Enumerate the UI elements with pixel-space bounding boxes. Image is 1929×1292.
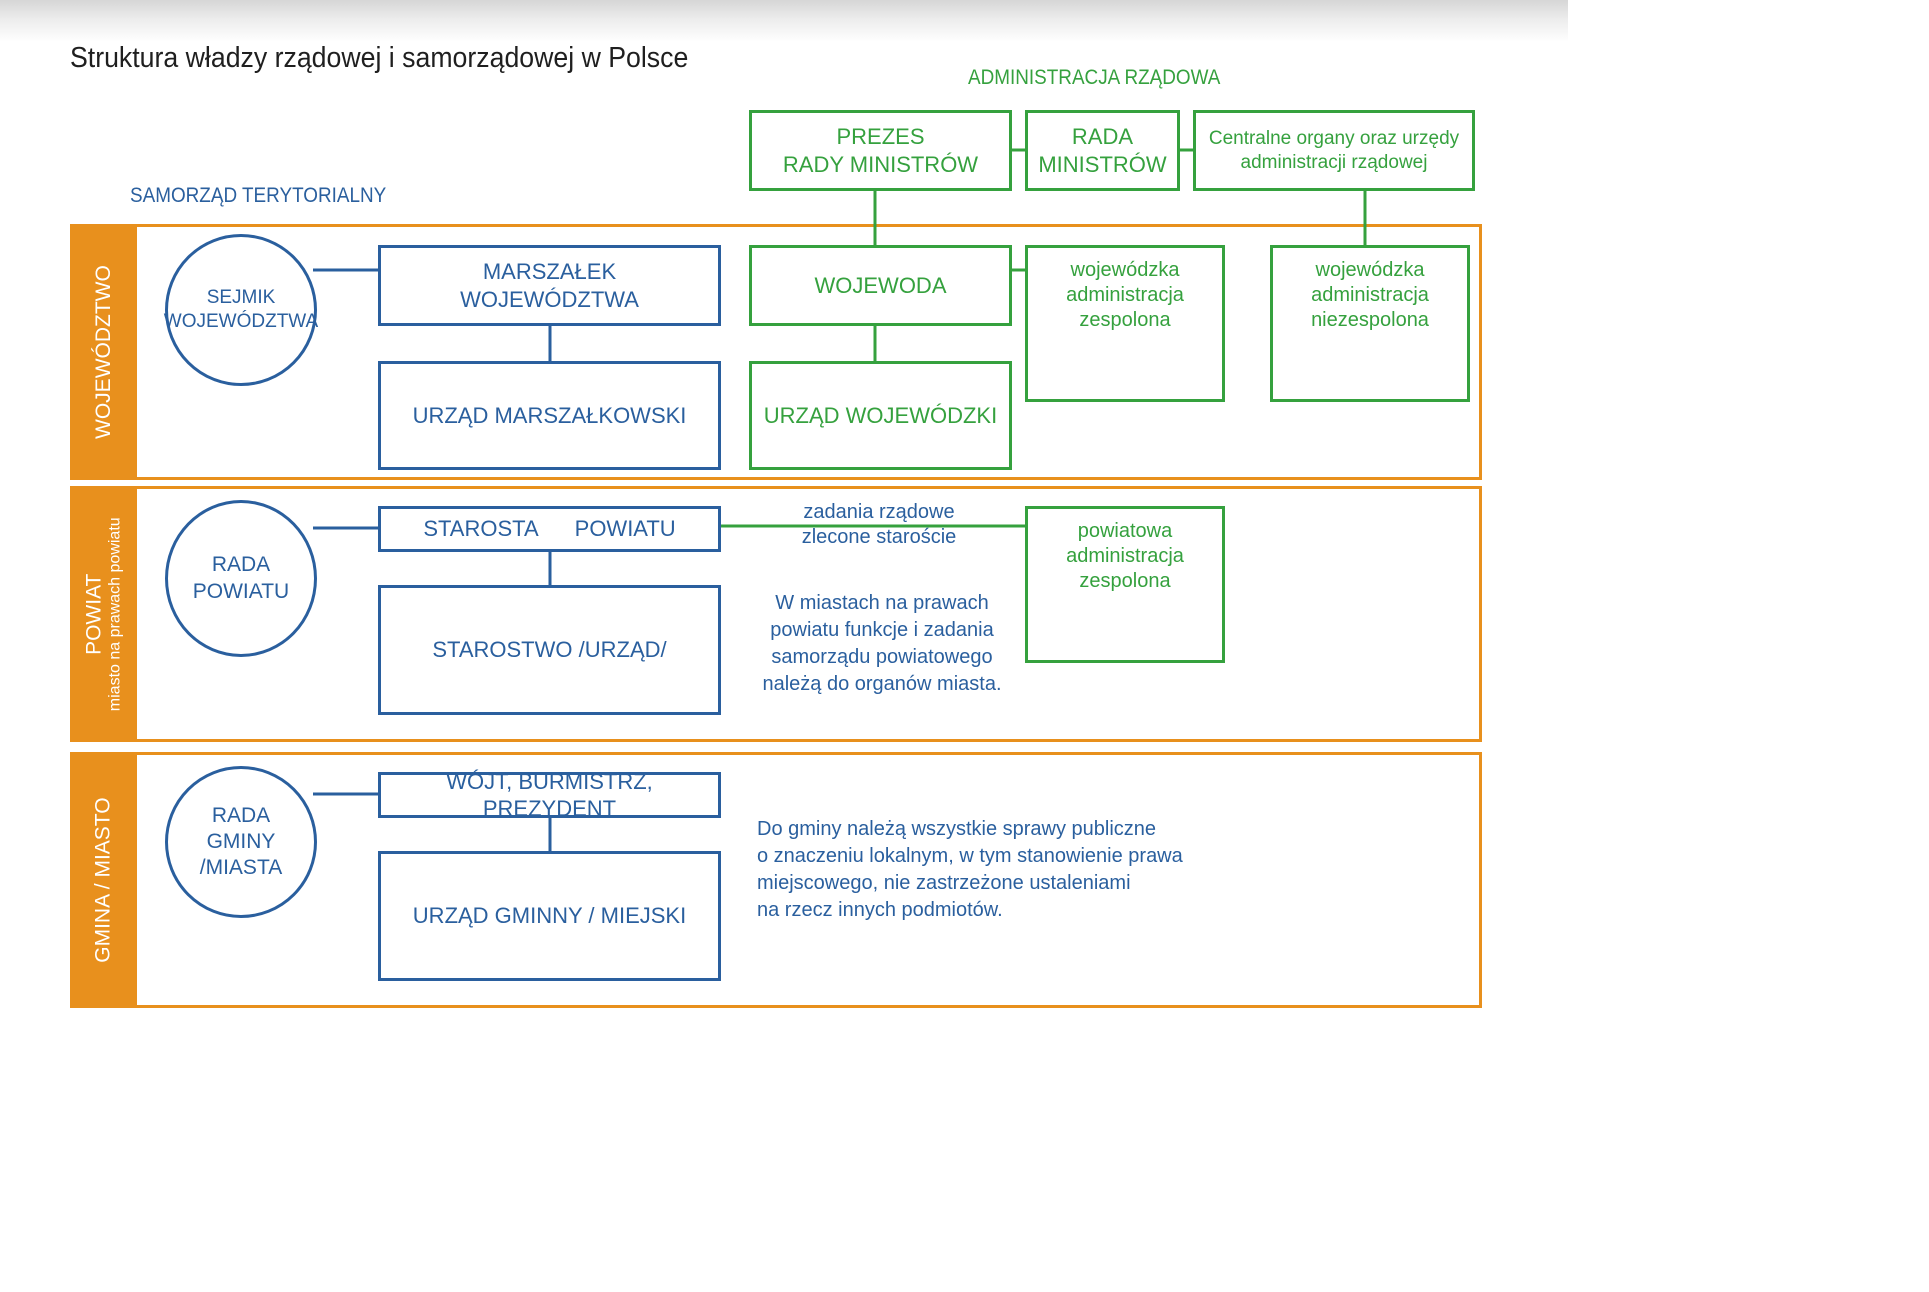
- wojewodzka-niezespolona-box: wojewódzka administracja niezespolona: [1270, 245, 1470, 402]
- powiatowa-zespolona-label: powiatowa administracja zespolona: [1066, 520, 1184, 592]
- council-of-ministers-box: RADA MINISTRÓW: [1025, 110, 1180, 191]
- starostwo-box: STAROSTWO /URZĄD/: [378, 585, 721, 715]
- city-rights-note: W miastach na prawach powiatu funkcje i …: [762, 592, 1002, 695]
- powiatu-label: POWIATU: [574, 516, 676, 542]
- sejmik-circle: SEJMIK WOJEWÓDZTWA: [163, 234, 319, 386]
- window-top-bar: [0, 0, 1568, 42]
- council-of-ministers-label: RADA MINISTRÓW: [1038, 124, 1167, 177]
- wojewoda-box: WOJEWODA: [749, 245, 1012, 326]
- urzad-wojewodzki-label: URZĄD WOJEWÓDZKI: [763, 402, 998, 428]
- marszalek-box: MARSZAŁEK WOJEWÓDZTWA: [378, 245, 721, 326]
- gmina-note: Do gminy należą wszystkie sprawy publicz…: [757, 818, 1183, 921]
- urzad-gminny-box: URZĄD GMINNY / MIEJSKI: [378, 851, 721, 981]
- wojewodzka-niezespolona-label: wojewódzka administracja niezespolona: [1311, 259, 1429, 331]
- wojt-box: WÓJT, BURMISTRZ, PREZYDENT: [378, 769, 721, 821]
- band-label-powiat: POWIAT miasto na prawach powiatu: [70, 486, 137, 742]
- rada-gminy-circle: RADA GMINY /MIASTA: [165, 766, 317, 918]
- government-section-label: ADMINISTRACJA RZĄDOWA: [968, 66, 1221, 89]
- sejmik-label: SEJMIK WOJEWÓDZTWA: [163, 287, 319, 332]
- rada-powiatu-circle: RADA POWIATU: [165, 500, 317, 657]
- wojt-label: WÓJT, BURMISTRZ, PREZYDENT: [446, 768, 653, 822]
- page-title: Struktura władzy rządowej i samorządowej…: [70, 42, 689, 74]
- starostwo-label: STAROSTWO /URZĄD/: [432, 637, 667, 663]
- urzad-wojewodzki-box: URZĄD WOJEWÓDZKI: [749, 361, 1012, 470]
- urzad-marszalkowski-label: URZĄD MARSZAŁKOWSKI: [412, 402, 687, 428]
- central-organs-label: Centralne organy oraz urzędy administrac…: [1208, 127, 1460, 173]
- powiatowa-zespolona-box: powiatowa administracja zespolona: [1025, 506, 1225, 663]
- urzad-marszalkowski-box: URZĄD MARSZAŁKOWSKI: [378, 361, 721, 470]
- central-organs-box: Centralne organy oraz urzędy administrac…: [1193, 110, 1475, 191]
- band-label-gmina: GMINA / MIASTO: [70, 752, 137, 1008]
- starosta-box: STAROSTA POWIATU: [378, 506, 721, 552]
- marszalek-label: MARSZAŁEK WOJEWÓDZTWA: [460, 259, 639, 312]
- rada-gminy-label: RADA GMINY /MIASTA: [199, 803, 283, 880]
- wojewodzka-zespolona-label: wojewódzka administracja zespolona: [1066, 259, 1184, 331]
- wojewodzka-zespolona-box: wojewódzka administracja zespolona: [1025, 245, 1225, 402]
- starosta-label: STAROSTA: [423, 516, 539, 542]
- prime-minister-box: PREZES RADY MINISTRÓW: [749, 110, 1012, 191]
- rada-powiatu-label: RADA POWIATU: [192, 553, 290, 603]
- self-government-section-label: SAMORZĄD TERYTORIALNY: [130, 184, 387, 207]
- wojewoda-label: WOJEWODA: [814, 272, 947, 298]
- prime-minister-label: PREZES RADY MINISTRÓW: [782, 124, 979, 177]
- connector-lines: [313, 148, 1367, 851]
- urzad-gminny-label: URZĄD GMINNY / MIEJSKI: [412, 903, 687, 929]
- government-tasks-note: zadania rządowe zlecone staroście: [801, 501, 957, 548]
- band-label-wojewodztwo: WOJEWÓDZTWO: [70, 224, 137, 480]
